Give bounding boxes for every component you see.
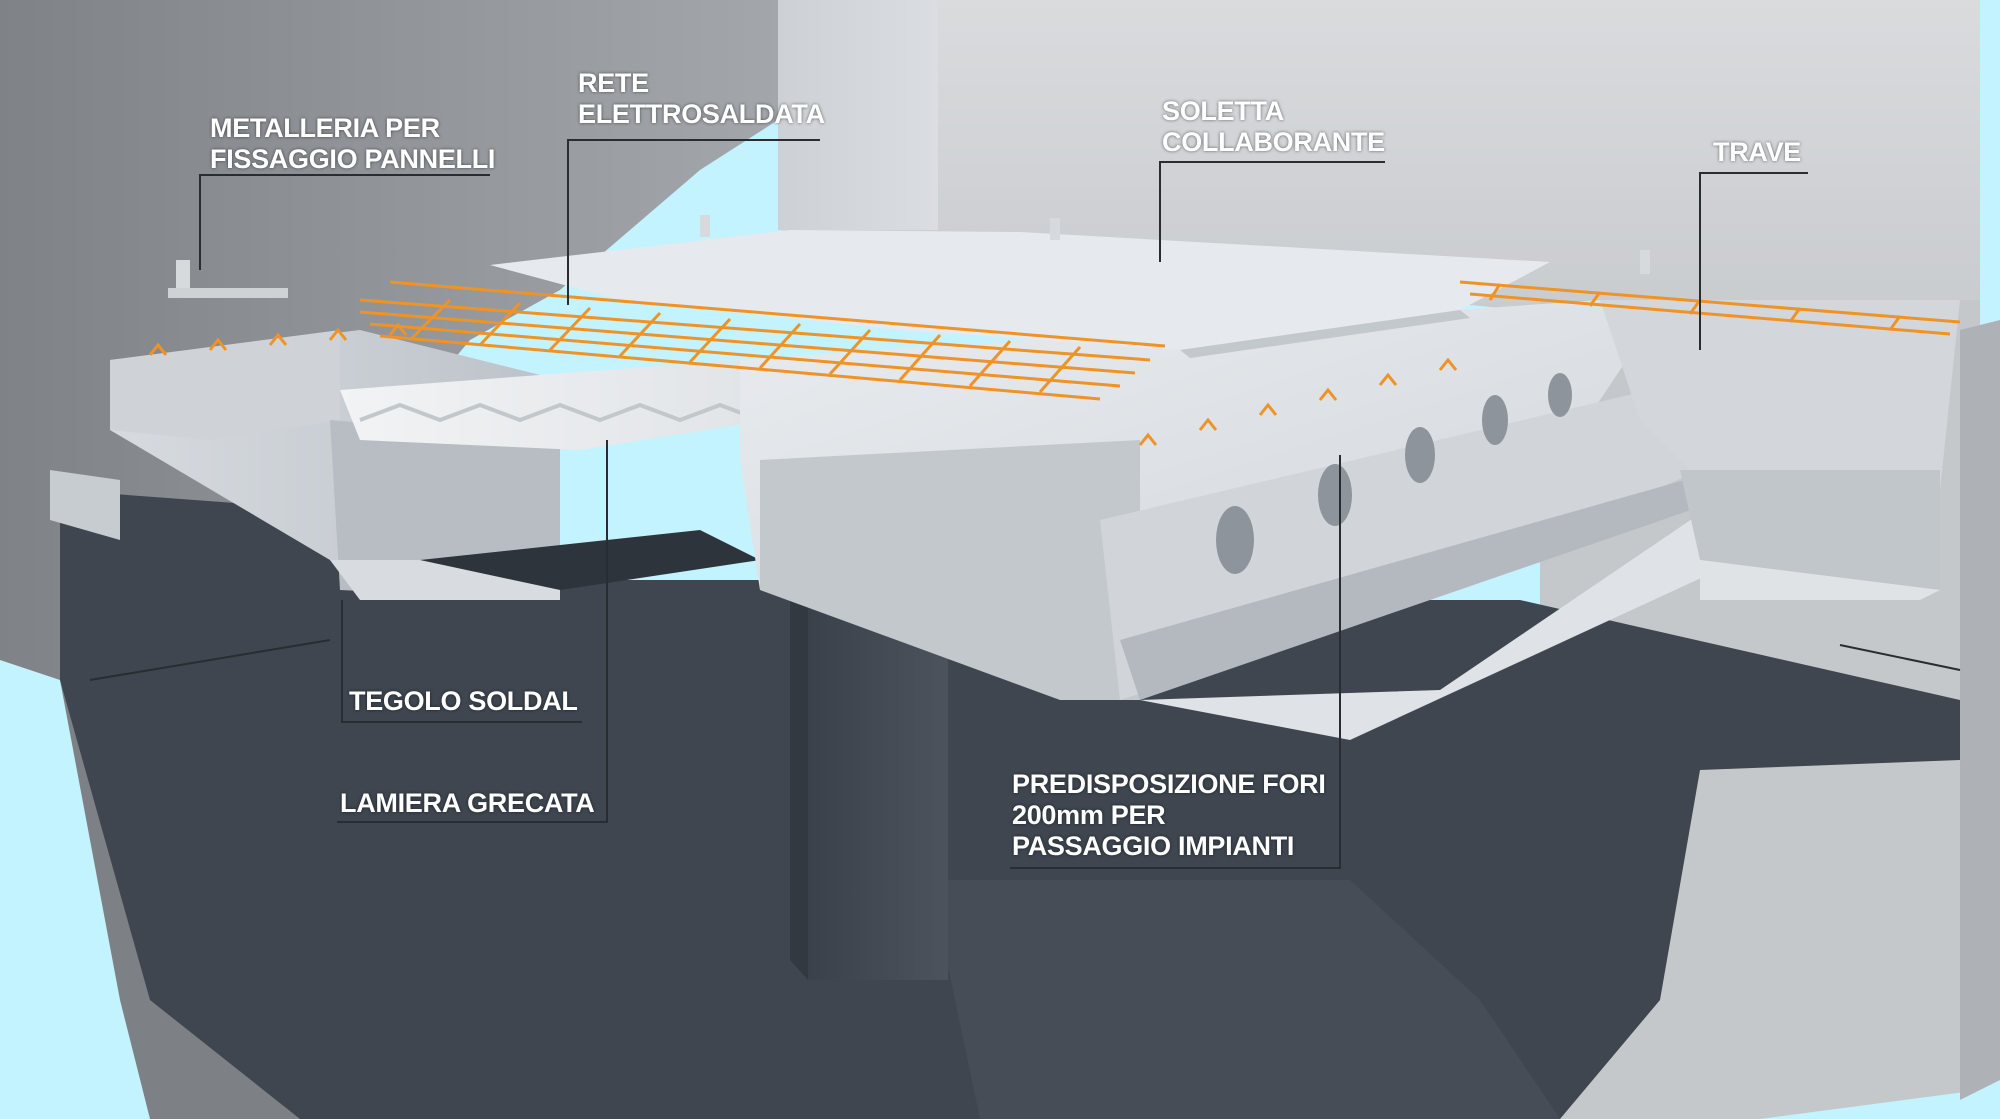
leader-lines	[89, 139, 1961, 869]
floor-shadow	[60, 490, 1960, 1119]
label-rete-line2: ELETTROSALDATA	[578, 99, 825, 129]
label-predisposizione-line3: PASSAGGIO IMPIANTI	[1012, 831, 1295, 861]
lamiera-grecata	[340, 360, 770, 590]
label-soletta-line2: COLLABORANTE	[1162, 127, 1385, 157]
lower-column	[808, 560, 948, 980]
label-tegolo-line1: TEGOLO SOLDAL	[349, 686, 578, 716]
upper-column	[778, 0, 938, 230]
label-tegolo: TEGOLO SOLDAL	[349, 686, 578, 717]
label-predisposizione-line1: PREDISPOSIZIONE FORI	[1012, 769, 1326, 799]
label-predisposizione-line2: 200mm PER	[1012, 800, 1166, 830]
label-predisposizione: PREDISPOSIZIONE FORI 200mm PER PASSAGGIO…	[1012, 769, 1326, 862]
service-hole	[1482, 395, 1508, 445]
label-rete-line1: RETE	[578, 68, 649, 98]
label-lamiera-line1: LAMIERA GRECATA	[340, 788, 595, 818]
label-trave-line1: TRAVE	[1713, 137, 1802, 167]
metalleria-fissaggio	[168, 215, 1650, 298]
label-rete: RETE ELETTROSALDATA	[578, 68, 825, 130]
soletta-collaborante	[490, 230, 1550, 350]
service-hole	[1318, 464, 1352, 526]
service-hole	[1216, 506, 1254, 574]
lower-column-side	[790, 560, 808, 980]
rete-elettrosaldata	[359, 280, 1961, 401]
floor-shadow-center	[930, 880, 1560, 1119]
label-soletta: SOLETTA COLLABORANTE	[1162, 96, 1385, 158]
label-trave: TRAVE	[1713, 137, 1801, 168]
service-hole	[1548, 373, 1572, 417]
label-metalleria: METALLERIA PER FISSAGGIO PANNELLI	[210, 113, 495, 175]
soletta-edge	[1180, 310, 1470, 358]
label-soletta-line1: SOLETTA	[1162, 96, 1284, 126]
right-wall-edge	[1960, 320, 2000, 1100]
label-metalleria-line1: METALLERIA PER	[210, 113, 440, 143]
label-lamiera: LAMIERA GRECATA	[340, 788, 595, 819]
label-metalleria-line2: FISSAGGIO PANNELLI	[210, 144, 496, 174]
trave-beam	[1600, 300, 1960, 600]
connector-hooks	[148, 322, 1458, 446]
service-hole	[1405, 427, 1435, 483]
